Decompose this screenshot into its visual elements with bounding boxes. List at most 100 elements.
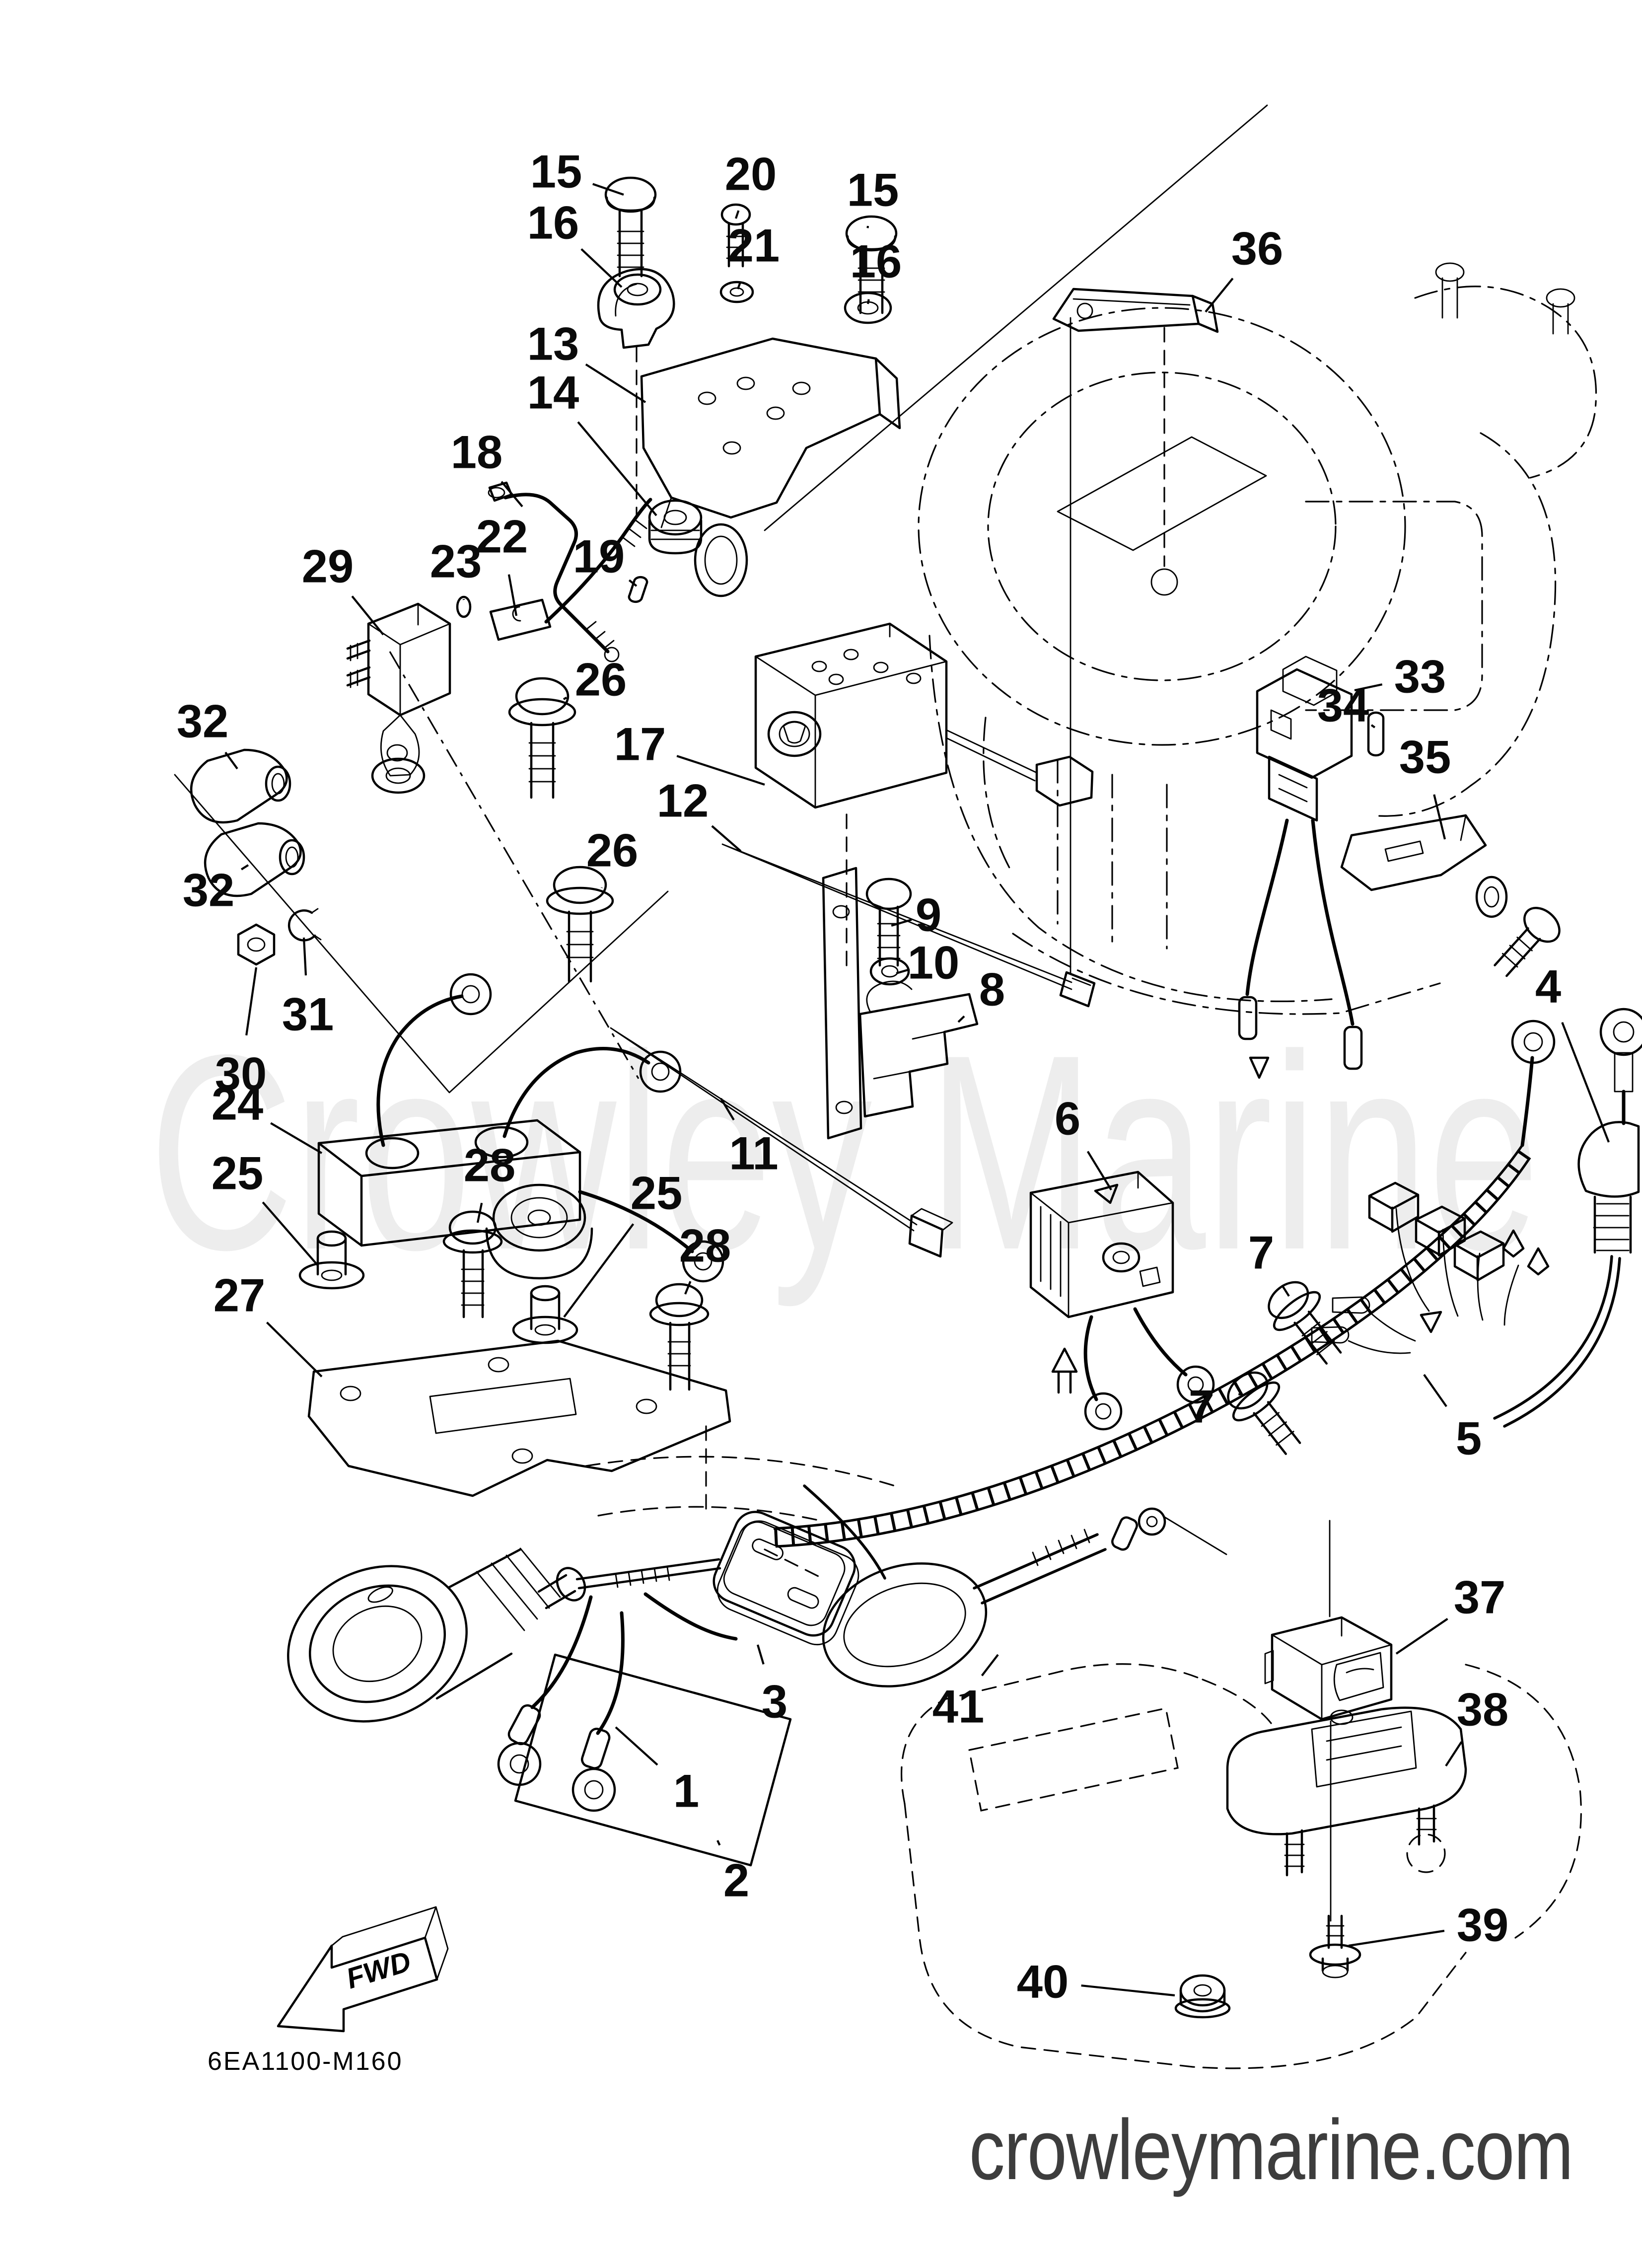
leader-line-20 xyxy=(735,210,740,219)
leader-line-32 xyxy=(241,864,249,871)
bolt-28-left-icon xyxy=(442,1210,503,1318)
callout-16[interactable]: 16 xyxy=(850,235,902,288)
callout-33[interactable]: 33 xyxy=(1394,651,1446,703)
washer-16-right-icon xyxy=(844,292,892,324)
boot-32-lower-icon xyxy=(204,822,305,897)
callout-28[interactable]: 28 xyxy=(679,1220,731,1272)
callout-31[interactable]: 31 xyxy=(282,988,334,1040)
callout-24[interactable]: 24 xyxy=(212,1078,264,1130)
plunger-34-icon xyxy=(1367,711,1385,757)
bracket-13 xyxy=(640,337,901,528)
screw-39-icon xyxy=(1309,1914,1361,1978)
leader-line-37 xyxy=(1395,1618,1448,1655)
callout-37[interactable]: 37 xyxy=(1454,1571,1506,1623)
callout-41[interactable]: 41 xyxy=(932,1681,985,1733)
nut-30-icon xyxy=(237,923,276,966)
leader-line-41 xyxy=(981,1654,999,1677)
callout-25[interactable]: 25 xyxy=(212,1147,264,1199)
e-clip-31-icon xyxy=(287,908,322,942)
callout-35[interactable]: 35 xyxy=(1399,731,1451,783)
leader-line-16 xyxy=(580,248,623,288)
leader-line-16 xyxy=(866,299,870,304)
callout-30[interactable]: 30 xyxy=(215,1048,267,1100)
pin-19-icon xyxy=(628,576,648,603)
callout-11[interactable]: 11 xyxy=(729,1127,778,1179)
leader-line-15 xyxy=(592,183,624,196)
collar-14-icon xyxy=(648,499,703,555)
callout-7[interactable]: 7 xyxy=(1248,1227,1274,1279)
website-text: crowleymarine.com xyxy=(969,2102,1573,2197)
leader-line-40 xyxy=(1081,1984,1175,1997)
callout-14[interactable]: 14 xyxy=(527,366,579,419)
leader-line-24 xyxy=(270,1122,323,1154)
callout-7[interactable]: 7 xyxy=(1189,1381,1214,1433)
leader-line-14 xyxy=(577,421,657,516)
leader-line-3 xyxy=(756,1644,765,1665)
rectifier-17 xyxy=(754,622,1094,809)
bolt-7-upper-icon xyxy=(1268,1281,1342,1365)
callout-26[interactable]: 26 xyxy=(586,824,639,877)
bracket-35 xyxy=(1340,814,1561,977)
grommet-25-right-icon xyxy=(512,1285,578,1344)
battery-lead-22 xyxy=(489,498,652,641)
callout-29[interactable]: 29 xyxy=(302,540,354,592)
leader-line-25 xyxy=(262,1201,319,1266)
callout-20[interactable]: 20 xyxy=(725,148,777,200)
bracket-8 xyxy=(858,980,979,1118)
trim-cable-41 xyxy=(803,1484,1227,1687)
leader-line-9 xyxy=(891,918,912,927)
screw-20-icon xyxy=(720,203,751,268)
callout-10[interactable]: 10 xyxy=(908,937,960,989)
leader-line-27 xyxy=(266,1321,323,1378)
washer-10-icon xyxy=(869,957,910,986)
engine-powerhead-outline xyxy=(918,262,1597,1015)
callout-8[interactable]: 8 xyxy=(979,963,1005,1016)
callout-27[interactable]: 27 xyxy=(214,1269,266,1321)
leader-line-22 xyxy=(507,574,518,616)
callout-13[interactable]: 13 xyxy=(527,318,579,370)
callout-9[interactable]: 9 xyxy=(916,889,941,941)
callout-34[interactable]: 34 xyxy=(1317,679,1369,732)
fwd-arrow-icon: FWD xyxy=(277,1906,449,2033)
callout-15[interactable]: 15 xyxy=(530,146,582,198)
callout-23[interactable]: 23 xyxy=(430,535,482,587)
callout-15[interactable]: 15 xyxy=(847,164,899,216)
callout-5[interactable]: 5 xyxy=(1456,1412,1482,1464)
leader-line-5 xyxy=(1423,1374,1447,1407)
callout-3[interactable]: 3 xyxy=(762,1676,787,1728)
callout-40[interactable]: 40 xyxy=(1017,1956,1069,2008)
boot-32-upper-icon xyxy=(190,748,291,824)
callout-38[interactable]: 38 xyxy=(1457,1683,1509,1736)
callout-22[interactable]: 22 xyxy=(476,511,528,563)
leader-line-21 xyxy=(737,281,742,290)
callout-21[interactable]: 21 xyxy=(728,219,780,272)
callout-4[interactable]: 4 xyxy=(1535,960,1561,1013)
callout-2[interactable]: 2 xyxy=(723,1854,749,1906)
leader-line-19 xyxy=(628,579,638,587)
callout-12[interactable]: 12 xyxy=(657,775,709,827)
callout-28[interactable]: 28 xyxy=(464,1139,516,1191)
callout-6[interactable]: 6 xyxy=(1055,1093,1080,1145)
callout-26[interactable]: 26 xyxy=(575,654,627,706)
group-outline-2 xyxy=(514,1653,792,1867)
leader-line-6 xyxy=(1086,1151,1112,1191)
callout-32[interactable]: 32 xyxy=(183,864,235,916)
callout-16[interactable]: 16 xyxy=(527,197,579,249)
ignition-coil-29 xyxy=(346,602,451,794)
leader-line-1 xyxy=(615,1726,658,1766)
callout-36[interactable]: 36 xyxy=(1231,222,1284,275)
callout-17[interactable]: 17 xyxy=(614,718,666,770)
callout-32[interactable]: 32 xyxy=(177,695,229,747)
callout-19[interactable]: 19 xyxy=(573,530,625,583)
bolt-15-right-icon xyxy=(845,215,898,314)
callout-1[interactable]: 1 xyxy=(673,1765,699,1817)
callout-18[interactable]: 18 xyxy=(451,426,503,478)
callout-25[interactable]: 25 xyxy=(631,1167,683,1219)
washer-16-left-icon xyxy=(613,273,662,306)
callout-39[interactable]: 39 xyxy=(1457,1899,1509,1951)
leader-line-29 xyxy=(351,595,384,636)
leader-line-31 xyxy=(302,937,307,976)
starter-motor-1 xyxy=(287,1547,738,1812)
leader-line-18 xyxy=(500,481,523,508)
leader-line-10 xyxy=(896,968,910,974)
